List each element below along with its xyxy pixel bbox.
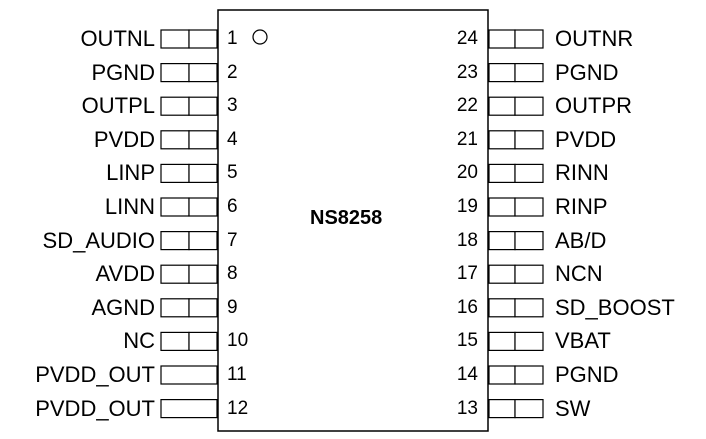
pin-14-number: 14 [456, 364, 478, 385]
pin-3-number: 3 [227, 95, 238, 117]
pin-24-number: 24 [456, 28, 478, 49]
pin-17-number: 17 [456, 263, 478, 285]
pin-1-label: OUTNL [80, 26, 155, 51]
pin-14-pad [488, 365, 544, 385]
pin-9-number: 9 [227, 296, 238, 318]
pin-11-label: PVDD_OUT [35, 362, 155, 387]
pin-5-pad [160, 163, 218, 183]
pin-23-pad [488, 62, 544, 83]
pin-23-label: PGND [555, 59, 619, 85]
pin-17-label: NCN [555, 261, 603, 287]
pin-10-number: 10 [227, 330, 249, 352]
pin-22-label: OUTPR [555, 93, 632, 119]
pin-16-label: SD_BOOST [555, 294, 675, 320]
pin-4-pad [160, 130, 218, 150]
pin-7-label: SD_AUDIO [42, 227, 155, 253]
pin-12-pad [160, 399, 218, 419]
pin-21-pad [488, 130, 544, 150]
pin-11-number: 11 [227, 364, 247, 385]
pin-23-number: 23 [456, 61, 478, 83]
pin-20-number: 20 [456, 162, 478, 184]
pin-7-pad [160, 231, 218, 251]
pin-20-label: RINN [555, 160, 609, 186]
pin-12-label: PVDD_OUT [35, 395, 155, 421]
pin-10-pad [160, 331, 218, 351]
pin-22-pad [488, 96, 544, 116]
pin-19-label: RINP [555, 194, 608, 219]
pin-8-number: 8 [227, 263, 238, 285]
chip-name: NS8258 [310, 207, 383, 229]
pin-21-label: PVDD [555, 126, 617, 152]
pin-10-label: NC [123, 328, 155, 354]
pin-12-number: 12 [227, 397, 249, 419]
pin-4-label: PVDD [93, 126, 155, 152]
pin-1-pad [160, 29, 218, 49]
pin-16-pad [488, 298, 544, 318]
pin-15-number: 15 [456, 330, 478, 352]
pin-16-number: 16 [456, 296, 478, 318]
pin-5-label: LINP [106, 160, 155, 186]
pin-24-pad [488, 29, 544, 49]
pin-18-label: AB/D [555, 227, 607, 253]
pin-14-label: PGND [555, 362, 619, 387]
pin-6-number: 6 [227, 196, 238, 217]
pin-3-label: OUTPL [81, 93, 155, 119]
pin1-marker [252, 29, 268, 45]
pin-9-label: AGND [91, 294, 155, 320]
pin-19-pad [488, 197, 544, 217]
pin-8-label: AVDD [95, 261, 156, 287]
pin-1-number: 1 [227, 28, 238, 49]
pin-18-number: 18 [456, 229, 478, 251]
pin-3-pad [160, 96, 218, 116]
pin-13-pad [488, 399, 544, 419]
pin-15-label: VBAT [555, 328, 611, 354]
pin-15-pad [488, 331, 544, 351]
pin-21-number: 21 [456, 128, 478, 150]
pin-19-number: 19 [456, 196, 478, 217]
pin-5-number: 5 [227, 162, 238, 184]
pin-18-pad [488, 231, 544, 251]
pin-2-number: 2 [227, 61, 238, 83]
pin-6-label: LINN [104, 194, 155, 219]
pin-17-pad [488, 264, 544, 284]
pin-13-label: SW [555, 395, 591, 421]
pin-20-pad [488, 163, 544, 183]
pin-6-pad [160, 197, 218, 217]
pin-11-pad [160, 365, 218, 385]
pin-22-number: 22 [456, 95, 478, 117]
pin-24-label: OUTNR [555, 26, 634, 51]
pin-9-pad [160, 298, 218, 318]
pin-4-number: 4 [227, 128, 238, 150]
pin-8-pad [160, 264, 218, 284]
chip-body [217, 9, 489, 432]
pin-2-label: PGND [91, 59, 155, 85]
pin-13-number: 13 [456, 397, 478, 419]
pin-7-number: 7 [227, 229, 238, 251]
pin-2-pad [160, 62, 218, 83]
